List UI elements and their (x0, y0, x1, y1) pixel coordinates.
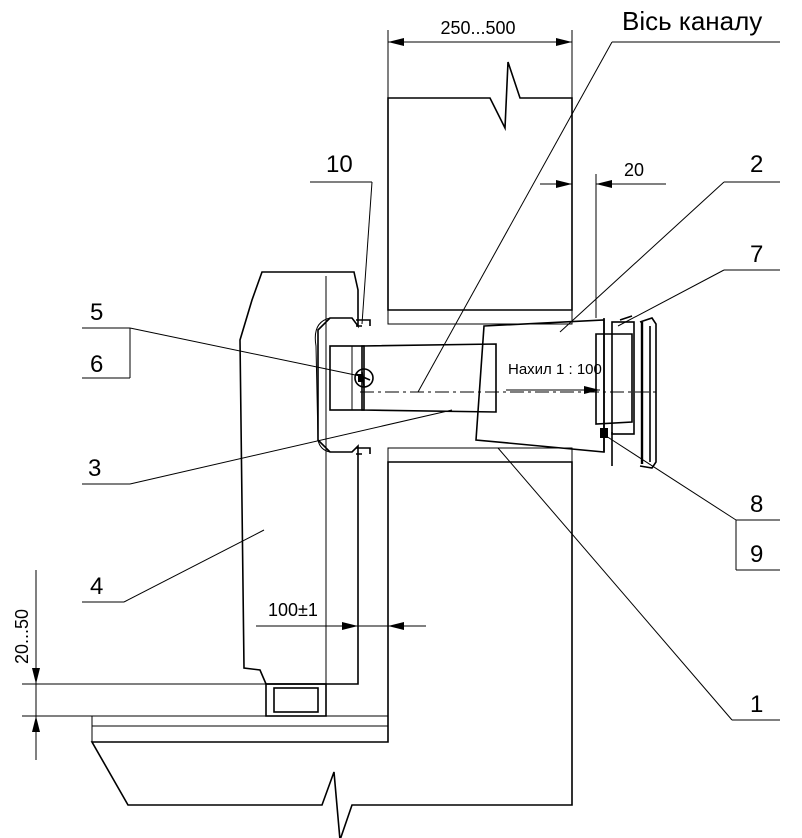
dim-offset-label: 20 (624, 160, 644, 180)
wall-upper (387, 61, 573, 311)
dim-floor-gap (22, 570, 266, 760)
labels: 250...500 Вісь каналу 20 Нахил 1 : 100 1… (12, 6, 763, 718)
channel-axis-label: Вісь каналу (622, 6, 762, 36)
sleeve-lining (387, 309, 573, 463)
callout-6: 6 (90, 351, 103, 378)
floor-finish (91, 715, 389, 743)
dim-heater-wall-label: 100±1 (268, 600, 318, 620)
channel-pipes (361, 315, 657, 469)
callout-9: 9 (750, 541, 763, 568)
callout-1: 1 (750, 691, 763, 718)
callout-8: 8 (750, 491, 763, 518)
dim-offset-20 (540, 174, 666, 318)
leader-lines (82, 181, 780, 721)
wall-lower (90, 461, 573, 838)
dim-heater-wall (256, 622, 426, 630)
heater-body (239, 271, 374, 717)
callout-4: 4 (90, 573, 103, 600)
slope-label: Нахил 1 : 100 (508, 361, 602, 378)
callout-3: 3 (88, 455, 101, 482)
callout-7: 7 (750, 241, 763, 268)
callout-2: 2 (750, 151, 763, 178)
callout-5: 5 (90, 299, 103, 326)
dim-wall-thickness (387, 30, 573, 98)
slope-arrow (506, 386, 600, 394)
dim-floor-gap-label: 20...50 (12, 609, 32, 664)
callout-10: 10 (326, 151, 353, 178)
dim-wall-thickness-label: 250...500 (440, 18, 515, 38)
channel-axis-line (360, 41, 780, 393)
